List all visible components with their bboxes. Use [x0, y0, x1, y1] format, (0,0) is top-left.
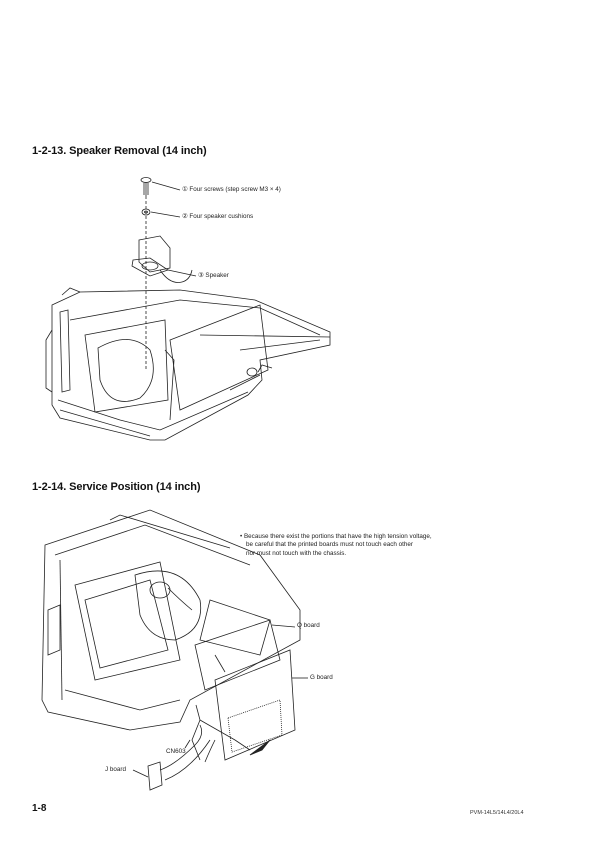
model-number: PVM-14L5/14L4/20L4 [470, 810, 524, 816]
crt-chassis-icon [41, 509, 301, 731]
high-voltage-note: • Because there exist the portions that … [240, 533, 500, 558]
section-title-speaker-removal: 1-2-13. Speaker Removal (14 inch) [32, 145, 207, 157]
label-g-board: G board [310, 674, 333, 681]
g-board-icon [214, 649, 296, 761]
screw-icon [140, 177, 152, 196]
chassis-icon [45, 287, 331, 441]
label-cn603: CN603 [166, 748, 186, 755]
section-title-service-position: 1-2-14. Service Position (14 inch) [32, 481, 201, 493]
page-number: 1-8 [32, 803, 47, 814]
j-board-icon [147, 724, 211, 791]
q-board-icon [194, 619, 281, 691]
note-line: nor must not touch with the chassis. [246, 549, 347, 557]
callout-speaker-cushions: ② Four speaker cushions [182, 213, 254, 220]
note-line: • Because there exist the portions that … [240, 533, 432, 540]
callout-speaker: ③ Speaker [198, 272, 229, 279]
note-line: be careful that the printed boards must … [246, 541, 413, 549]
label-j-board: J board [105, 766, 127, 773]
cable-harness-icon [191, 704, 271, 763]
label-q-board: Q board [297, 622, 320, 629]
callout-four-screws: ① Four screws (step screw M3 × 4) [182, 186, 281, 193]
